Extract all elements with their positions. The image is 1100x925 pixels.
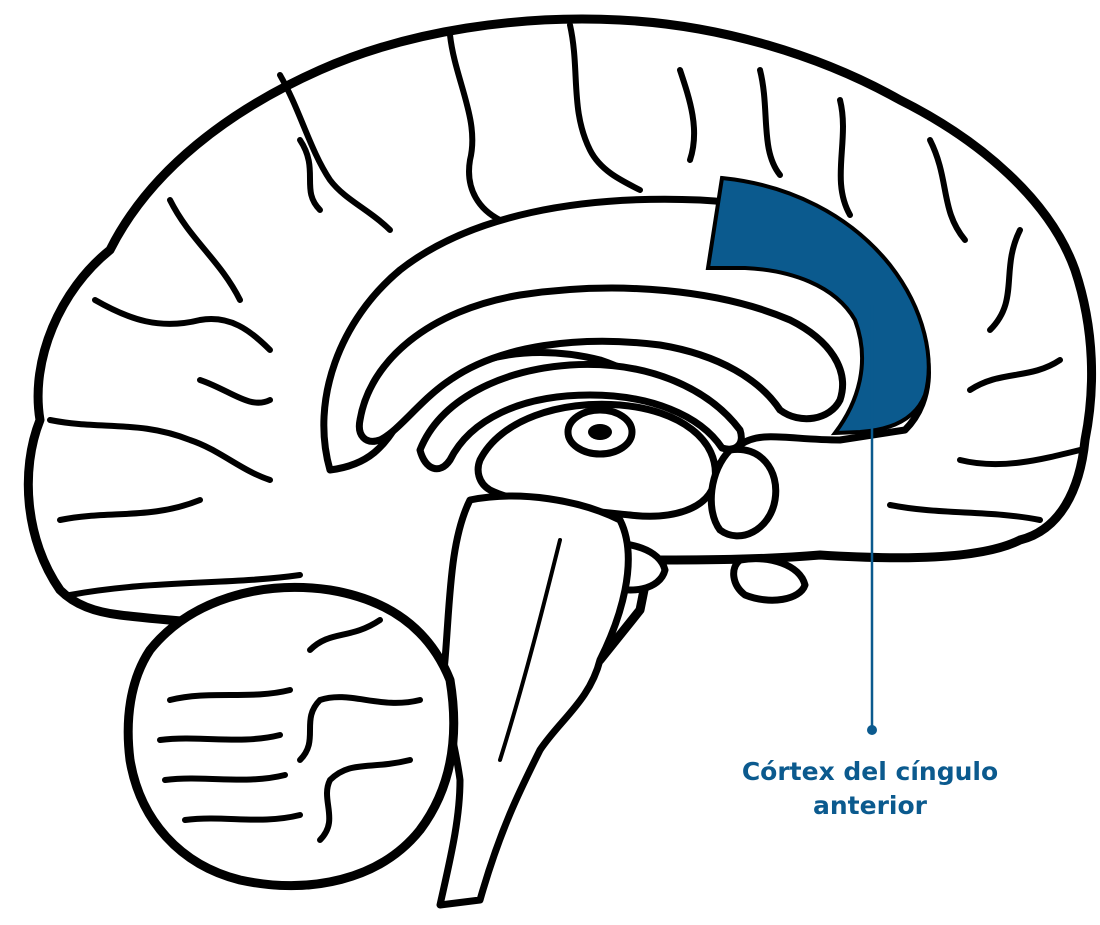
callout-leader-dot xyxy=(867,725,877,735)
optic-chiasm xyxy=(734,559,805,600)
brainstem xyxy=(440,496,628,905)
callout-label-line2: anterior xyxy=(700,789,1040,823)
anterior-cingulate-cortex-label: Córtex del cíngulo anterior xyxy=(700,755,1040,823)
callout-label-line1: Córtex del cíngulo xyxy=(700,755,1040,789)
adhesion-center xyxy=(588,424,612,440)
hypothalamus xyxy=(711,449,775,536)
